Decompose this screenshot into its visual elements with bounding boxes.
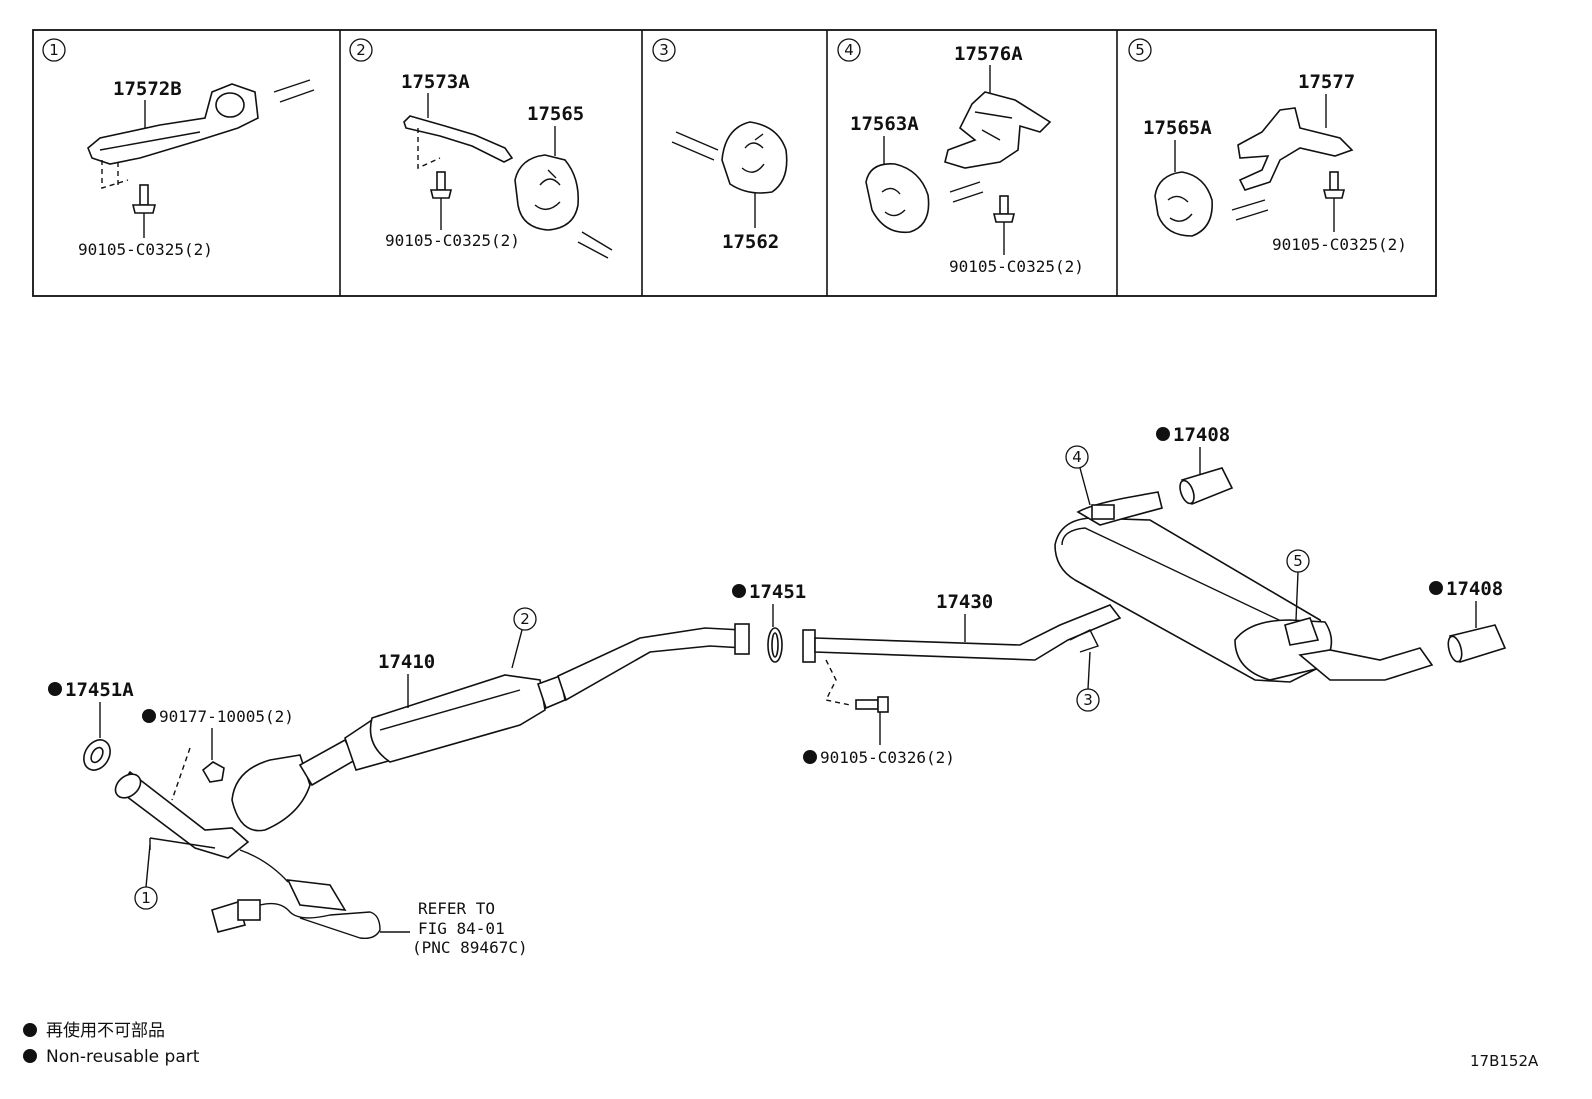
part-17562-label: 17562 xyxy=(722,231,779,253)
part-17565-label: 17565 xyxy=(527,103,584,125)
box-4-number: 4 xyxy=(844,41,854,59)
rubber-hanger-17565 xyxy=(514,154,580,231)
part-17577-label: 17577 xyxy=(1298,71,1355,93)
box-3-number: 3 xyxy=(659,41,669,59)
gasket-17451a xyxy=(83,739,111,771)
tail-tip-top xyxy=(1179,467,1234,506)
part-17408-right-label: 17408 xyxy=(1446,578,1503,600)
non-reusable-mark xyxy=(732,584,746,598)
svg-text:3: 3 xyxy=(1083,691,1093,709)
bolt-label-box-5: 90105-C0325(2) xyxy=(1272,235,1407,254)
hanger-bracket-17577 xyxy=(1237,107,1354,191)
legend: 再使用不可部品 Non-reusable part xyxy=(23,1020,200,1067)
box-5-number: 5 xyxy=(1135,41,1145,59)
non-reusable-mark xyxy=(1429,581,1443,595)
non-reusable-mark xyxy=(1156,427,1170,441)
part-17451-label: 17451 xyxy=(749,581,806,603)
callout-3: 3 xyxy=(1076,651,1100,712)
part-17451a-label: 17451A xyxy=(65,679,134,701)
refer-line-1: REFER TO xyxy=(418,899,495,918)
part-90177-label: 90177-10005(2) xyxy=(159,707,294,726)
legend-bullet-jp xyxy=(23,1023,37,1037)
svg-text:4: 4 xyxy=(1072,448,1082,466)
box-2-number: 2 xyxy=(356,41,366,59)
nut-90177 xyxy=(171,747,225,801)
legend-jp: 再使用不可部品 xyxy=(46,1020,165,1041)
callout-1: 1 xyxy=(134,844,158,910)
part-17430-label: 17430 xyxy=(936,591,993,613)
detail-box-2: 2 17573A 17565 90105-C0325(2) xyxy=(349,38,613,259)
part-17572b-label: 17572B xyxy=(113,78,182,100)
part-17410-label: 17410 xyxy=(378,651,435,673)
oxygen-sensor-harness xyxy=(211,849,410,940)
detail-box-5: 5 17577 17565A 90105-C0325(2) xyxy=(1128,38,1407,254)
part-17408-top-label: 17408 xyxy=(1173,424,1230,446)
svg-text:1: 1 xyxy=(141,889,151,907)
part-17565a-label: 17565A xyxy=(1143,117,1212,139)
bolt-label-box-4: 90105-C0325(2) xyxy=(949,257,1084,276)
bolt-label-box-1: 90105-C0325(2) xyxy=(78,240,213,259)
part-17576a-label: 17576A xyxy=(954,43,1023,65)
hanger-bracket-17573a xyxy=(403,115,514,163)
refer-line-2: FIG 84-01 xyxy=(418,919,505,938)
detail-box-4: 4 17576A 17563A 90105-C0325(2) xyxy=(837,38,1084,276)
callout-4: 4 xyxy=(1065,445,1091,506)
part-17563a-label: 17563A xyxy=(850,113,919,135)
detail-box-1: 1 17572B 90105-C0325(2) xyxy=(42,38,315,259)
center-pipe-17430 xyxy=(802,604,1122,713)
part-17573a-label: 17573A xyxy=(401,71,470,93)
box-1-number: 1 xyxy=(49,41,59,59)
legend-bullet-en xyxy=(23,1049,37,1063)
svg-text:5: 5 xyxy=(1293,552,1303,570)
callout-5: 5 xyxy=(1286,549,1310,621)
detail-box-3: 3 17562 xyxy=(652,38,788,253)
non-reusable-mark xyxy=(142,709,156,723)
legend-en: Non-reusable part xyxy=(46,1047,200,1067)
part-90105-c0326-label: 90105-C0326(2) xyxy=(820,748,955,767)
rubber-hanger-17565a xyxy=(1154,171,1213,237)
callout-2: 2 xyxy=(511,607,537,669)
front-pipe-assembly-17410 xyxy=(114,623,750,859)
tail-tip-right xyxy=(1447,624,1507,663)
non-reusable-mark xyxy=(48,682,62,696)
svg-text:2: 2 xyxy=(520,610,530,628)
non-reusable-mark xyxy=(803,750,817,764)
hanger-bracket-17576a xyxy=(944,91,1052,169)
refer-line-3: (PNC 89467C) xyxy=(412,938,528,957)
rubber-hanger-17563a xyxy=(865,163,930,234)
detail-box-frame xyxy=(32,29,1437,297)
muffler-assembly xyxy=(1054,491,1434,683)
refer-note: REFER TO FIG 84-01 (PNC 89467C) xyxy=(412,899,528,957)
figure-code: 17B152A xyxy=(1470,1052,1539,1070)
gasket-17451 xyxy=(767,627,783,663)
rubber-hanger-17562 xyxy=(721,121,788,194)
bolt-label-box-2: 90105-C0325(2) xyxy=(385,231,520,250)
